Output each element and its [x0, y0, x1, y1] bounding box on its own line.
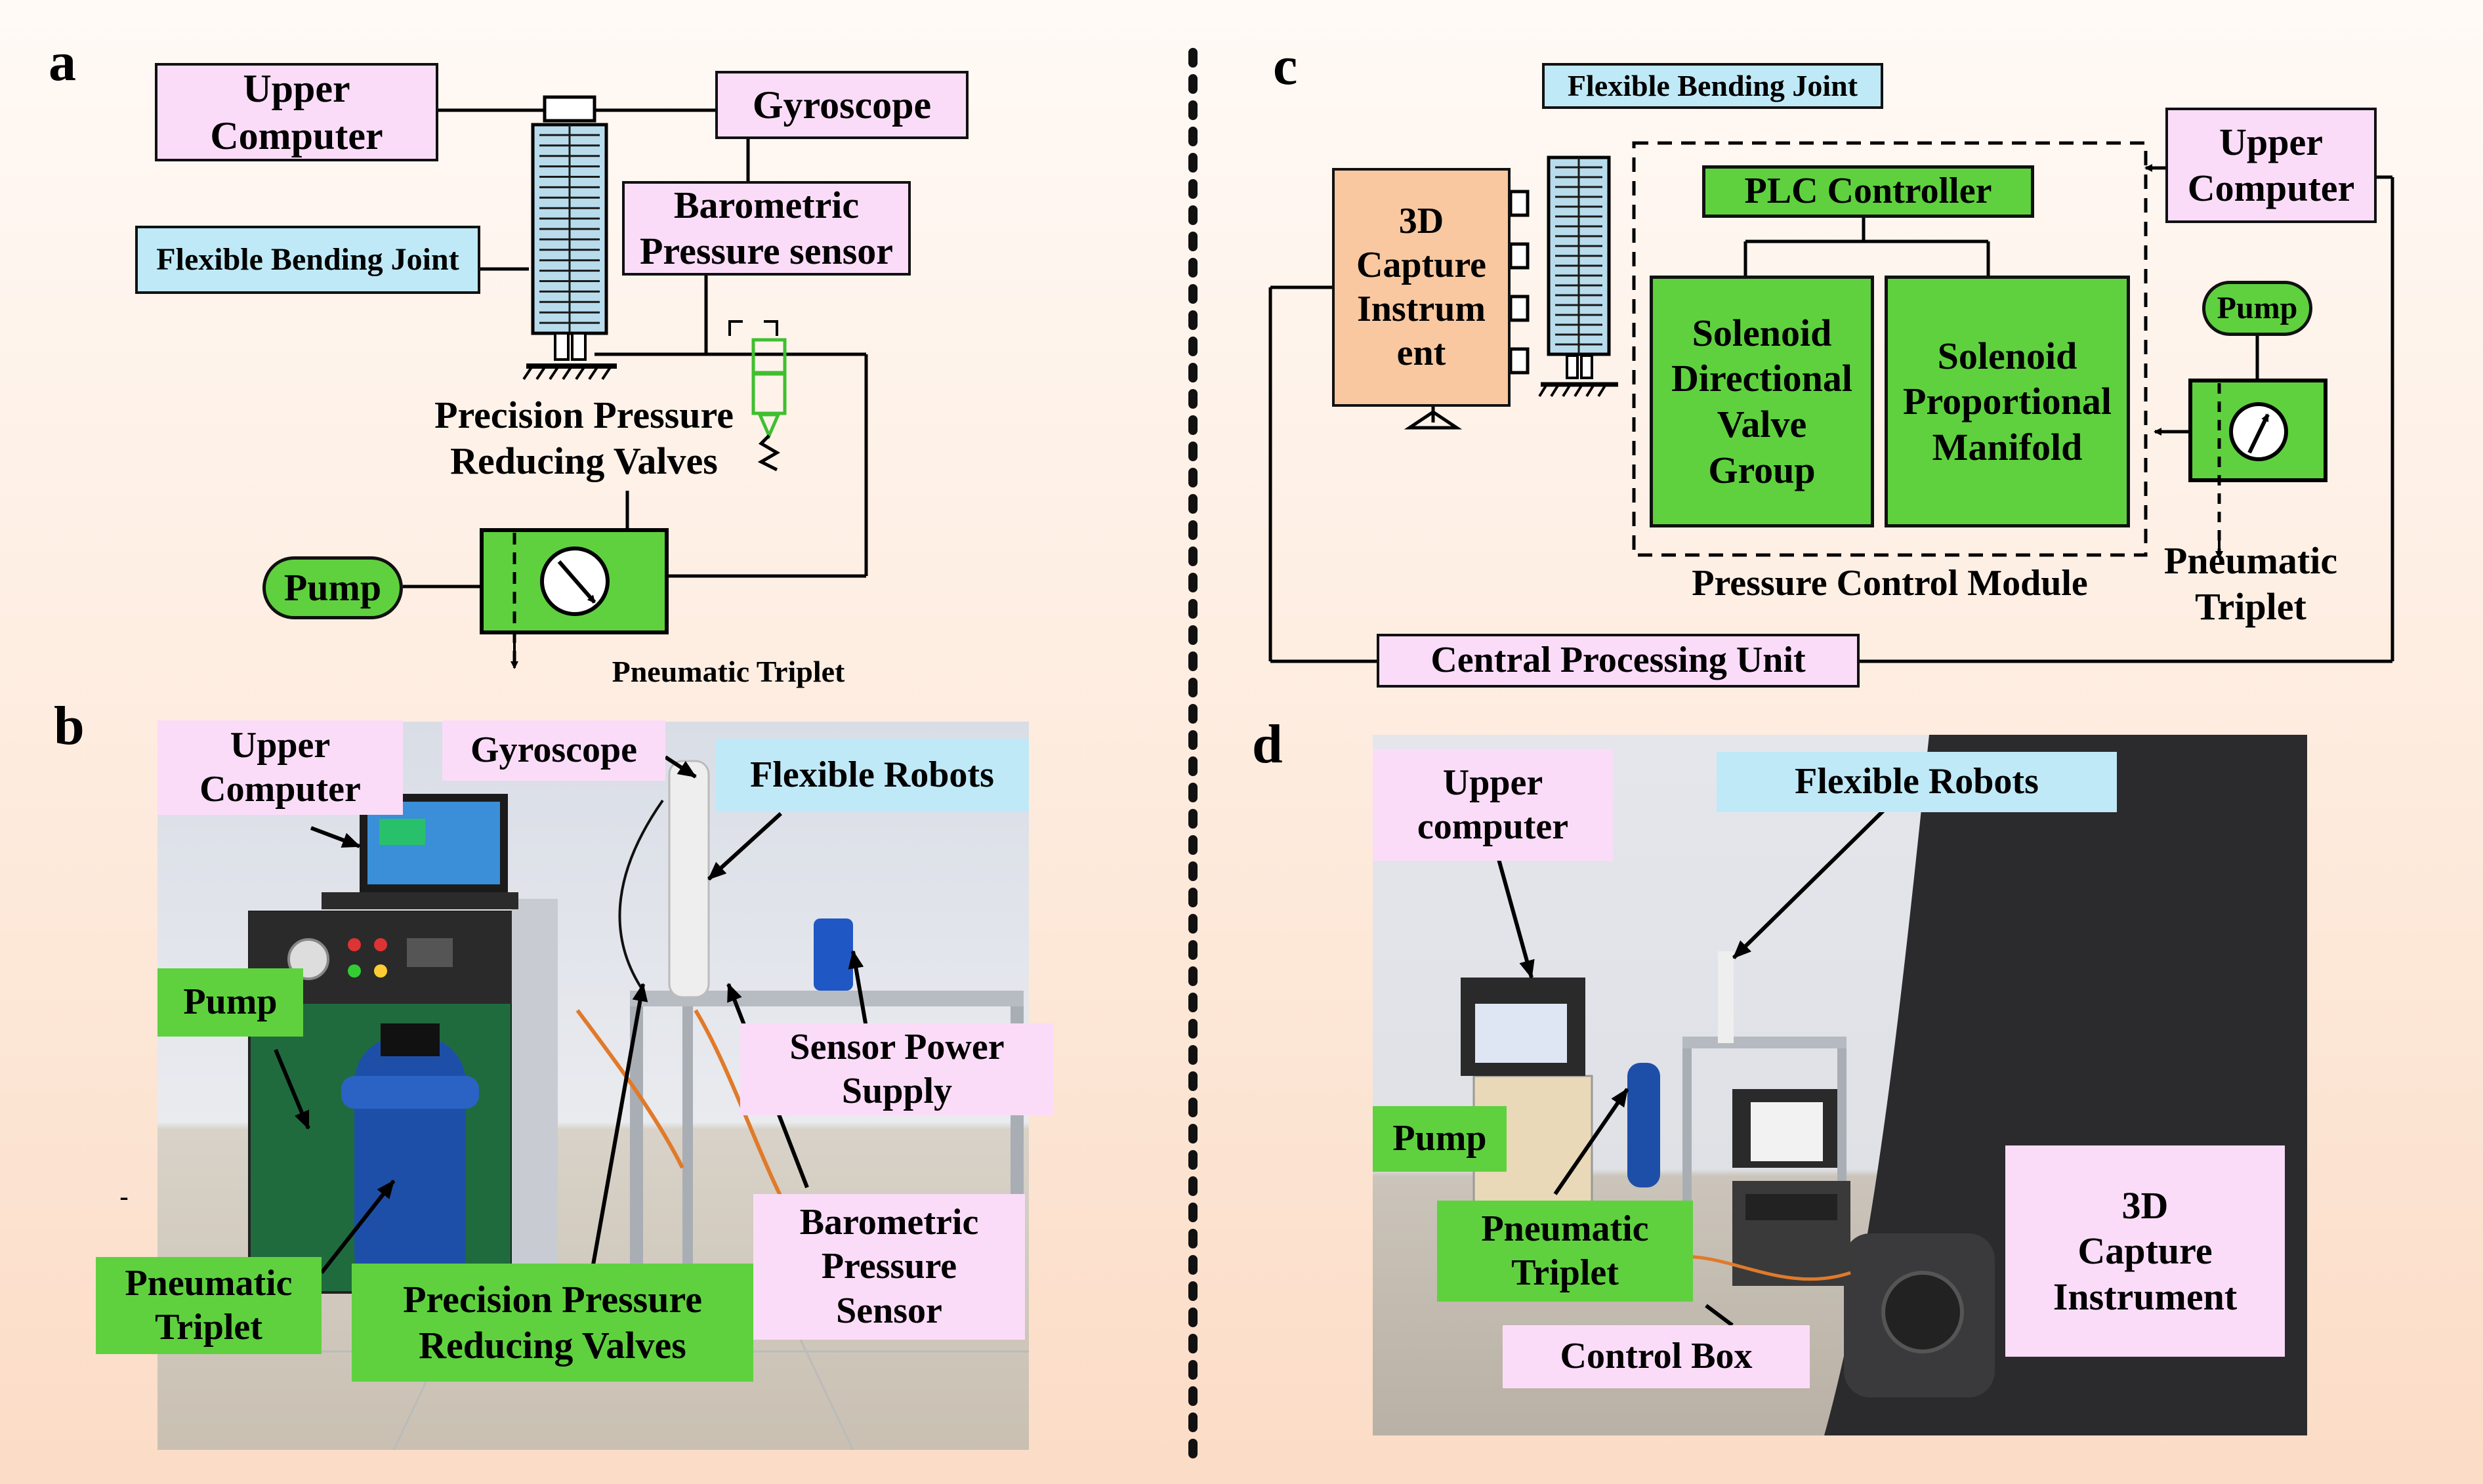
panel-letter-a: a	[49, 31, 76, 93]
c-central-processing-unit: Central Processing Unit	[1377, 634, 1860, 688]
a-pneumatic-triplet: Pneumatic Triplet	[612, 655, 845, 688]
panel-letter-c: c	[1273, 35, 1298, 96]
a-barometric-sensor: Barometric Pressure sensor	[622, 181, 911, 276]
a-upper-computer: Upper Computer	[155, 63, 438, 161]
c-plc-controller: PLC Controller	[1702, 165, 2034, 218]
d-pump: Pump	[1373, 1106, 1507, 1172]
b-precision-valves: Precision Pressure Reducing Valves	[352, 1264, 753, 1382]
a-precision-valves: Precision Pressure Reducing Valves	[434, 394, 734, 482]
b-flexible-robots: Flexible Robots	[715, 739, 1029, 812]
flexible-joint-stack	[531, 123, 608, 335]
b-sensor-power-supply: Sensor Power Supply	[740, 1023, 1054, 1115]
c-pneumatic-triplet: Pneumatic Triplet	[2163, 539, 2338, 628]
a-pump: Pump	[262, 556, 403, 619]
c-flexible-bending-joint: Flexible Bending Joint	[1542, 63, 1883, 109]
c-upper-computer: Upper Computer	[2165, 108, 2377, 223]
c-solenoid-directional: Solenoid Directional Valve Group	[1650, 276, 1874, 527]
d-flexible-robots: Flexible Robots	[1717, 752, 2117, 812]
b-barometric-sensor: Barometric Pressure Sensor	[753, 1194, 1025, 1340]
joint-cap	[543, 95, 596, 123]
c-pump: Pump	[2202, 281, 2312, 336]
pressure-control-module-frame	[1632, 141, 2148, 557]
panel-c-diagram	[1268, 141, 2394, 663]
b-dash-mark: -	[119, 1182, 129, 1211]
c-solenoid-proportional: Solenoid Proportional Manifold	[1885, 276, 2130, 527]
valve-symbol	[751, 338, 787, 440]
a-flexible-bending-joint: Flexible Bending Joint	[135, 226, 480, 294]
d-control-box: Control Box	[1503, 1325, 1810, 1388]
c-pressure-control-module: Pressure Control Module	[1692, 563, 2088, 604]
panel-a-diagram	[403, 95, 868, 669]
c-3d-capture: 3D Capture Instrum ent	[1332, 168, 1511, 407]
b-pump: Pump	[157, 968, 303, 1037]
flexible-joint-stack	[1547, 155, 1611, 356]
b-upper-computer: Upper Computer	[157, 720, 403, 815]
a-gyroscope: Gyroscope	[715, 71, 969, 139]
d-3d-capture: 3D Capture Instrument	[2005, 1145, 2285, 1357]
b-gyroscope: Gyroscope	[442, 720, 665, 781]
d-pneumatic-triplet: Pneumatic Triplet	[1437, 1201, 1693, 1302]
d-upper-computer: Upper computer	[1373, 749, 1613, 861]
panel-letter-d: d	[1252, 714, 1283, 775]
b-pneumatic-triplet: Pneumatic Triplet	[96, 1257, 322, 1354]
panel-letter-b: b	[54, 695, 85, 756]
